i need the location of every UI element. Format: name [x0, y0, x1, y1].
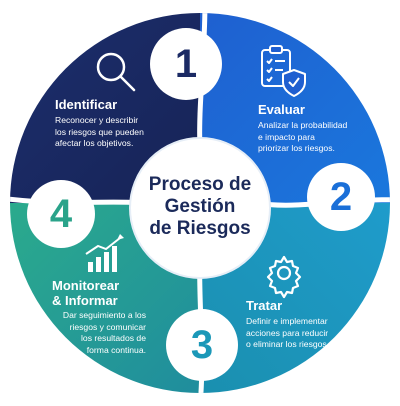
center-title-line-3: de Riesgos	[149, 218, 251, 239]
step-title-tratar: Tratar	[246, 298, 283, 313]
desc-line: Reconocer y describir	[55, 115, 139, 125]
number-circle-4	[27, 180, 95, 248]
step-desc-evaluar: Analizar la probabilidad e impacto para …	[258, 120, 347, 155]
desc-line: los resultados de	[81, 333, 146, 343]
desc-line: riesgos y comunicar	[69, 321, 146, 332]
desc-line: acciones para reducir	[246, 327, 329, 338]
desc-line: priorizar los riesgos.	[258, 143, 335, 153]
center-title-line-2: Gestión	[164, 196, 236, 217]
magnifier-icon	[96, 52, 136, 92]
clipboard-check-icon	[261, 45, 306, 97]
desc-line: Dar seguimiento a los	[62, 310, 146, 320]
step-desc-tratar: Definir e implementar acciones para redu…	[246, 316, 329, 351]
number-circle-2	[307, 163, 375, 231]
step-number-4: 4	[49, 192, 73, 236]
growth-chart-icon	[85, 234, 124, 272]
title-line: & Informar	[52, 293, 118, 308]
step-number-1: 1	[174, 42, 198, 86]
desc-line: o eliminar los riesgos.	[246, 339, 330, 349]
step-title-monitorear: Monitorear & Informar	[52, 278, 119, 308]
step-number-3: 3	[190, 323, 214, 367]
title-line: Monitorear	[52, 278, 120, 293]
desc-line: Analizar la probabilidad	[258, 120, 348, 130]
number-circle-1	[150, 28, 222, 100]
center-title: Proceso de Gestión de Riesgos	[135, 174, 265, 240]
gear-icon	[266, 255, 302, 299]
step-number-2: 2	[329, 175, 353, 219]
desc-line: e impacto para	[258, 131, 315, 142]
step-title-evaluar: Evaluar	[258, 102, 305, 117]
desc-line: los riesgos que pueden	[55, 126, 144, 137]
step-desc-monitorear: Dar seguimiento a los riesgos y comunica…	[52, 310, 146, 356]
desc-line: Definir e implementar	[246, 316, 328, 326]
step-desc-identificar: Reconocer y describir los riesgos que pu…	[55, 115, 144, 150]
number-circle-3	[166, 309, 238, 381]
step-title-identificar: Identificar	[55, 97, 118, 112]
center-circle	[129, 137, 271, 279]
center-title-line-1: Proceso de	[148, 174, 252, 195]
desc-line: forma continua.	[86, 344, 146, 355]
desc-line: afectar los objetivos.	[55, 138, 134, 148]
